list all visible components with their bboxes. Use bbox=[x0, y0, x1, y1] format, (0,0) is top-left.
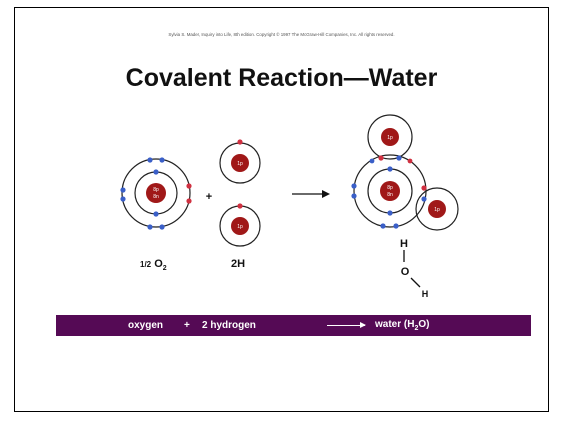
slide-title: Covalent Reaction—Water bbox=[125, 64, 438, 92]
equation-reactant-hydrogen: 2 hydrogen bbox=[202, 320, 256, 331]
slide: Sylvia S. Mader, Inquiry into Life, 8th … bbox=[14, 7, 549, 412]
hydrogen-nucleus-label: 1p bbox=[237, 224, 243, 230]
water-formula-h-top: H bbox=[400, 238, 408, 250]
oxygen-nucleus bbox=[380, 181, 400, 201]
equation-reactant-oxygen: oxygen bbox=[128, 320, 164, 331]
electron bbox=[120, 187, 126, 193]
electron-shared bbox=[421, 185, 427, 191]
electron-shared bbox=[407, 158, 413, 164]
oxygen-label: 1/2 O2 bbox=[140, 258, 167, 272]
hydrogen-atom-bottom: 1p bbox=[219, 203, 261, 247]
hydrogen-nucleus-label: 1p bbox=[237, 161, 243, 167]
hydrogen-label: 2H bbox=[231, 258, 246, 270]
oxygen-outer-shell bbox=[353, 154, 427, 228]
oxygen-nucleus-label-n: 8n bbox=[153, 194, 159, 200]
equation-arrow-icon bbox=[327, 322, 366, 328]
oxygen-atom: 8p 8n bbox=[120, 157, 192, 230]
hydrogen-atom-top: 1p bbox=[219, 139, 261, 184]
copyright-notice: Sylvia S. Mader, Inquiry into Life, 8th … bbox=[168, 32, 395, 37]
electron bbox=[351, 183, 357, 189]
electron-unpaired bbox=[186, 198, 192, 204]
electron bbox=[387, 210, 393, 216]
electron bbox=[237, 203, 243, 209]
electron bbox=[159, 157, 165, 163]
electron bbox=[393, 223, 399, 229]
hydrogen-shell bbox=[367, 114, 413, 160]
electron-shared bbox=[378, 155, 384, 161]
oxygen-nucleus-label-p: 8p bbox=[153, 187, 159, 193]
hydrogen-nucleus-label: 1p bbox=[434, 207, 440, 213]
equation-product-prefix: water (H bbox=[375, 319, 415, 330]
oxygen-nucleus bbox=[146, 183, 166, 203]
electron bbox=[380, 223, 386, 229]
hydrogen-nucleus-label: 1p bbox=[387, 135, 393, 141]
oxygen-outer-shell bbox=[121, 158, 191, 228]
hydrogen-nucleus bbox=[231, 154, 249, 172]
oxygen-label-fraction: 1/2 bbox=[140, 260, 152, 269]
hydrogen-nucleus bbox=[381, 128, 399, 146]
electron bbox=[159, 224, 165, 230]
water-bond-line-bottom bbox=[410, 277, 421, 288]
equation-bar: oxygen + 2 hydrogen water (H2O) bbox=[56, 315, 531, 336]
electron bbox=[153, 169, 159, 175]
electron bbox=[387, 166, 393, 172]
oxygen-label-subscript: 2 bbox=[162, 265, 167, 273]
electron-shared bbox=[396, 155, 402, 161]
oxygen-nucleus-label-p: 8p bbox=[387, 185, 393, 191]
electron-shared bbox=[369, 158, 375, 164]
electron bbox=[147, 224, 153, 230]
water-formula-h-bottom: H bbox=[422, 289, 429, 299]
equation-product: water (H2O) bbox=[375, 319, 429, 332]
oxygen-label-element: O bbox=[154, 258, 163, 270]
electron bbox=[120, 196, 126, 202]
equation-plus: + bbox=[184, 320, 190, 331]
electron bbox=[237, 139, 243, 145]
water-formula-o: O bbox=[401, 266, 410, 278]
electron bbox=[147, 157, 153, 163]
reaction-arrow bbox=[292, 190, 330, 198]
plus-sign: + bbox=[206, 191, 212, 203]
hydrogen-nucleus bbox=[428, 200, 446, 218]
electron bbox=[351, 193, 357, 199]
hydrogen-shell bbox=[415, 187, 459, 231]
electron bbox=[153, 211, 159, 217]
electron-unpaired bbox=[186, 183, 192, 189]
equation-product-suffix: O) bbox=[418, 319, 430, 330]
hydrogen-nucleus bbox=[231, 217, 249, 235]
oxygen-nucleus-label-n: 8n bbox=[387, 192, 393, 198]
equation-product-subscript: 2 bbox=[414, 325, 419, 332]
electron-shared bbox=[421, 196, 427, 202]
water-molecule: 1p 1p 8p 8n bbox=[351, 114, 459, 231]
